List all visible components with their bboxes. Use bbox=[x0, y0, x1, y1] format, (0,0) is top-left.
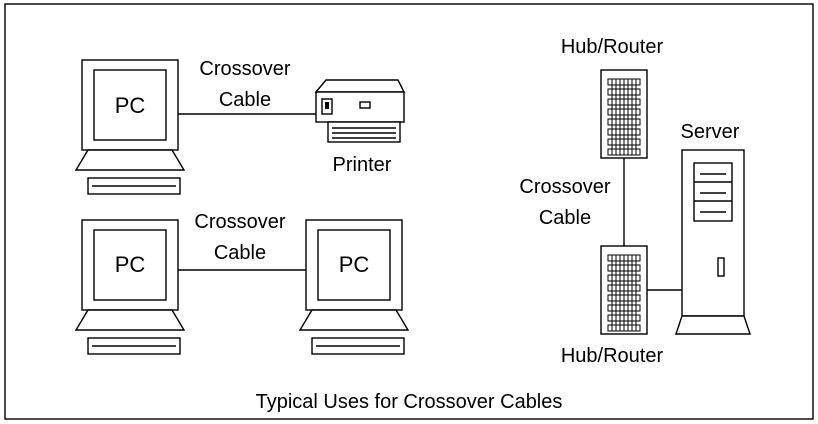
printer-icon bbox=[314, 79, 406, 143]
hub-router-label-top: Hub/Router bbox=[561, 36, 664, 58]
hub-router-icon-bottom bbox=[600, 245, 648, 335]
cable-label-1: Cable bbox=[219, 89, 271, 111]
printer-label: Printer bbox=[333, 154, 392, 176]
diagram-title: Typical Uses for Crossover Cables bbox=[256, 391, 563, 413]
hub-router-label-bottom: Hub/Router bbox=[561, 345, 664, 367]
crossover-label-1: Crossover bbox=[199, 58, 290, 80]
pc-label-2: PC bbox=[115, 252, 146, 277]
pc-label-3: PC bbox=[339, 252, 370, 277]
pc-label-1: PC bbox=[115, 93, 146, 118]
crossover-label-2: Crossover bbox=[194, 211, 285, 233]
crossover-label-3: Crossover bbox=[519, 176, 610, 198]
cable-label-2: Cable bbox=[214, 242, 266, 264]
hub-router-icon-top bbox=[600, 69, 648, 159]
cable-label-3: Cable bbox=[539, 207, 591, 229]
server-tower-icon bbox=[675, 149, 751, 335]
server-label: Server bbox=[681, 121, 740, 143]
